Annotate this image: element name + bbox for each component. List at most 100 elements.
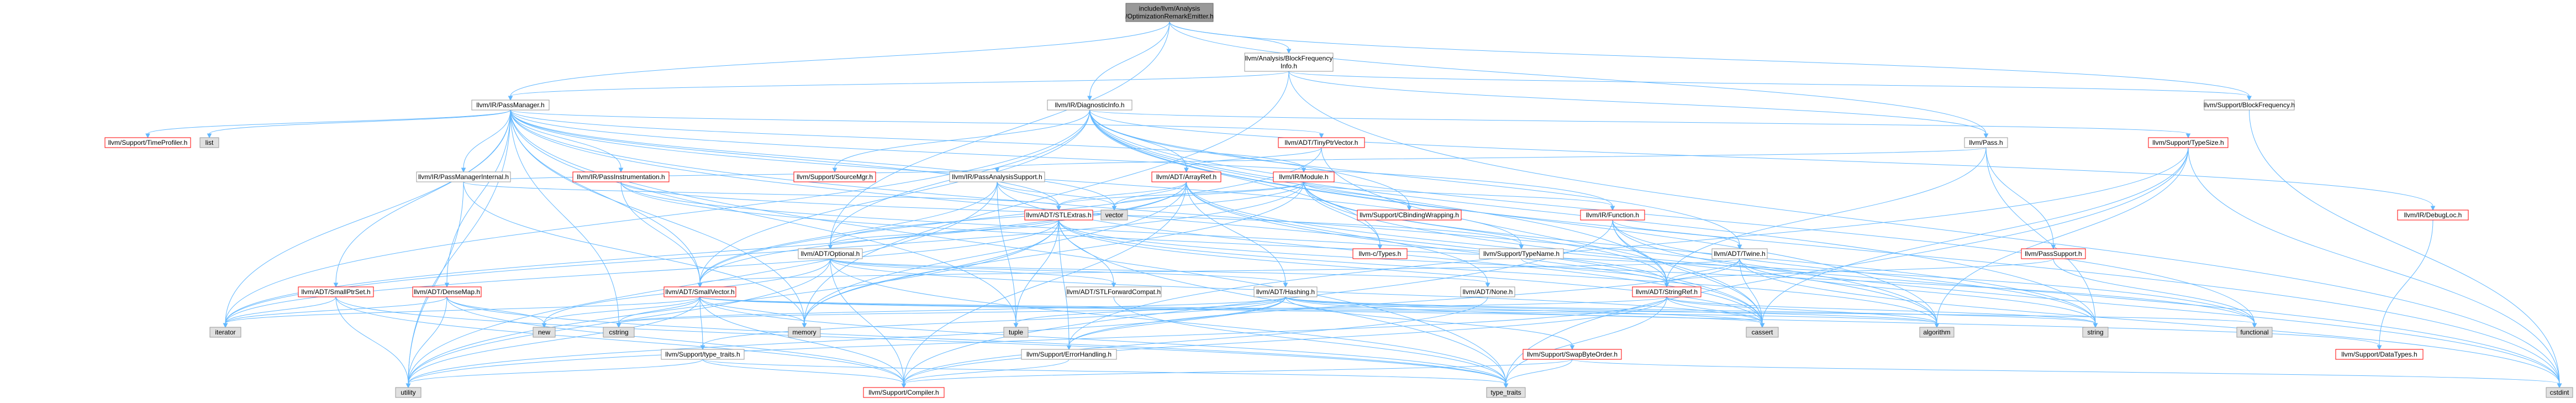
node-blockfreq[interactable]: llvm/Support/BlockFrequency.h: [2204, 100, 2295, 111]
node-densemap[interactable]: llvm/ADT/DenseMap.h: [412, 286, 482, 297]
edge-passmanager-to-module: [510, 109, 1307, 173]
node-label: llvm/Support/TimeProfiler.h: [108, 139, 188, 146]
node-swapbyte[interactable]: llvm/Support/SwapByteOrder.h: [1523, 349, 1622, 360]
edge-passanalysis-to-smallvector: [697, 181, 998, 288]
edge-module-to-ctypes: [1303, 181, 1383, 250]
edge-typetraits-to-compiler: [702, 359, 907, 389]
edge-module-to-stlextras: [1056, 181, 1304, 211]
node-root[interactable]: include/llvm/Analysis/OptimizationRemark…: [1125, 3, 1214, 22]
node-sourcemgr[interactable]: llvm/Support/SourceMgr.h: [793, 171, 876, 182]
node-label: llvm/ADT/Twine.h: [1714, 250, 1765, 258]
node-label: llvm/ADT/SmallVector.h: [665, 288, 734, 296]
node-diaginfo[interactable]: llvm/IR/DiagnosticInfo.h: [1047, 100, 1132, 111]
edge-stlextras-to-optional: [828, 219, 1059, 250]
node-label: cassert: [1752, 328, 1773, 336]
node-type_traits: type_traits: [1486, 387, 1526, 398]
node-stringref[interactable]: llvm/ADT/StringRef.h: [1632, 286, 1701, 297]
node-tinyptr[interactable]: llvm/ADT/TinyPtrVector.h: [1278, 137, 1365, 148]
node-pass[interactable]: llvm/Pass.h: [1964, 137, 2008, 148]
edge-bfi-to-blockfreq: [1288, 71, 2252, 101]
edge-stlextras-to-utility: [405, 219, 1059, 389]
edge-swapbyte-to-type_traits: [1503, 359, 1573, 389]
node-label: llvm/ADT/StringRef.h: [1636, 288, 1698, 296]
node-hashing[interactable]: llvm/ADT/Hashing.h: [1253, 286, 1318, 297]
node-label: include/llvm/Analysis: [1139, 5, 1200, 13]
node-module[interactable]: llvm/IR/Module.h: [1273, 171, 1335, 182]
edge-layer: [145, 21, 2562, 389]
node-label: llvm/Support/DataTypes.h: [2341, 350, 2417, 358]
edge-hashing-to-typetraits: [700, 296, 1286, 350]
edge-typetraits-to-type_traits: [702, 359, 1509, 389]
edge-passmanager-to-passmgrinternal: [461, 109, 511, 173]
node-compiler[interactable]: llvm/Support/Compiler.h: [863, 387, 945, 398]
edge-function-to-compiler: [901, 219, 1613, 389]
node-cbinding[interactable]: llvm/Support/CBindingWrapping.h: [1357, 210, 1462, 221]
node-passmanager[interactable]: llvm/IR/PassManager.h: [471, 100, 550, 111]
edge-none-to-compiler: [901, 296, 1488, 389]
node-new: new: [533, 327, 556, 338]
node-passanalysis[interactable]: llvm/IR/PassAnalysisSupport.h: [949, 171, 1045, 182]
edge-bfi-to-pass: [1288, 71, 1989, 139]
node-passsupport[interactable]: llvm/PassSupport.h: [2021, 248, 2086, 259]
node-function[interactable]: llvm/IR/Function.h: [1580, 210, 1645, 221]
edge-root-to-passmanager: [508, 21, 1170, 101]
edge-optional-to-hashing: [830, 258, 1288, 288]
edge-function-to-cstdint: [1612, 219, 2562, 389]
node-ctypes[interactable]: llvm-c/Types.h: [1352, 248, 1408, 259]
edge-function-to-twine: [1612, 219, 1742, 250]
node-label: llvm/IR/DebugLoc.h: [2404, 211, 2462, 219]
node-label: llvm/IR/Module.h: [1279, 173, 1328, 181]
node-label: vector: [1105, 211, 1124, 219]
edge-blockfreq-to-cstdint: [2249, 109, 2562, 389]
edge-stringref-to-cassert: [1666, 296, 1765, 328]
node-label: llvm-c/Types.h: [1359, 250, 1402, 258]
node-datatypes[interactable]: llvm/Support/DataTypes.h: [2335, 349, 2424, 360]
node-typename[interactable]: llvm/Support/TypeName.h: [1479, 248, 1564, 259]
node-optional[interactable]: llvm/ADT/Optional.h: [798, 248, 863, 259]
node-passmgrinternal[interactable]: llvm/IR/PassManagerInternal.h: [416, 171, 511, 182]
node-typesize[interactable]: llvm/Support/TypeSize.h: [2148, 137, 2229, 148]
edge-bfi-to-cstdint: [1288, 71, 2562, 389]
edge-hashing-to-utility: [405, 296, 1286, 389]
edge-passmanager-to-cstring: [510, 109, 621, 328]
edge-root-to-bfi: [1169, 21, 1292, 54]
node-label: utility: [401, 389, 415, 396]
node-errorhandling[interactable]: llvm/Support/ErrorHandling.h: [1021, 349, 1117, 360]
node-timeprofiler[interactable]: llvm/Support/TimeProfiler.h: [104, 137, 191, 148]
node-tuple: tuple: [1003, 327, 1029, 338]
node-list: list: [199, 137, 219, 148]
node-label: llvm/Support/ErrorHandling.h: [1026, 350, 1111, 358]
node-smallvector[interactable]: llvm/ADT/SmallVector.h: [663, 286, 736, 297]
edge-passmanager-to-passinstr: [510, 109, 624, 173]
edge-module-to-cbinding: [1303, 181, 1412, 211]
node-label: llvm/ADT/SmallPtrSet.h: [301, 288, 370, 296]
edge-typesize-to-cassert: [1760, 147, 2189, 328]
edge-stringref-to-cstring: [616, 296, 1667, 328]
node-twine[interactable]: llvm/ADT/Twine.h: [1711, 248, 1768, 259]
node-none[interactable]: llvm/ADT/None.h: [1460, 286, 1515, 297]
edge-typesize-to-errorhandling: [1066, 147, 2189, 350]
node-stlforward[interactable]: llvm/ADT/STLForwardCompat.h: [1066, 286, 1162, 297]
node-label: llvm/Analysis/BlockFrequency: [1245, 55, 1333, 62]
node-smallptrset[interactable]: llvm/ADT/SmallPtrSet.h: [298, 286, 374, 297]
node-arrayref[interactable]: llvm/ADT/ArrayRef.h: [1151, 171, 1221, 182]
edge-passmgrinternal-to-passanalysis: [463, 168, 1000, 182]
edge-pass-to-passsupport: [1985, 147, 2056, 250]
node-label: llvm/ADT/Optional.h: [801, 250, 860, 258]
edge-stringref-to-utility: [405, 296, 1667, 389]
node-typetraits[interactable]: llvm/Support/type_traits.h: [661, 349, 745, 360]
node-label: llvm/ADT/STLExtras.h: [1026, 211, 1091, 219]
node-stlextras[interactable]: llvm/ADT/STLExtras.h: [1024, 210, 1093, 221]
node-cstring: cstring: [603, 327, 635, 338]
edge-diaginfo-to-typesize: [1089, 109, 2191, 139]
edge-root-to-pass: [1169, 21, 1989, 139]
node-label: llvm/Pass.h: [1969, 139, 2003, 146]
node-debugloc[interactable]: llvm/IR/DebugLoc.h: [2397, 210, 2469, 221]
edge-swapbyte-to-cstdint: [1572, 359, 2562, 389]
node-iterator: iterator: [209, 327, 241, 338]
node-label: llvm/Support/TypeSize.h: [2152, 139, 2224, 146]
edge-smallvector-to-cstring: [616, 296, 700, 328]
edge-densemap-to-compiler: [446, 296, 907, 389]
node-passinstr[interactable]: llvm/IR/PassInstrumentation.h: [572, 171, 670, 182]
